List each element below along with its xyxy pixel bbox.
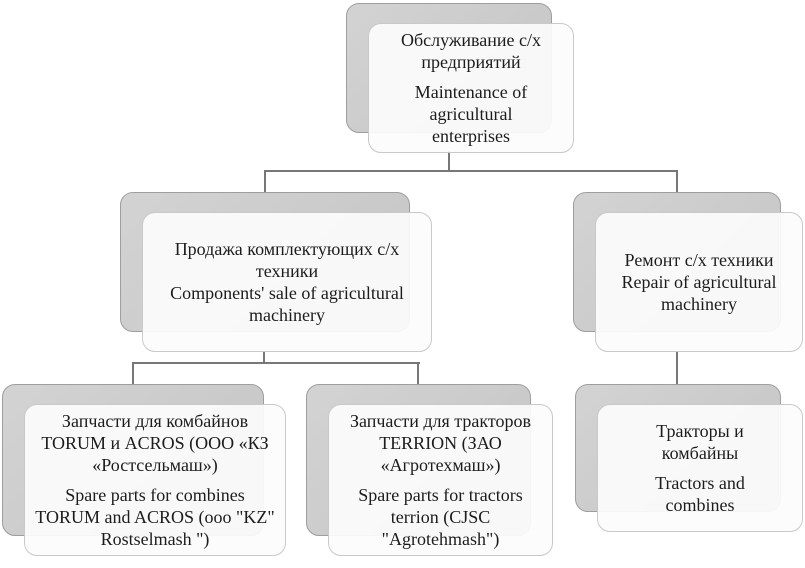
node-tractor-parts-text-ru: Запчасти для тракторов TERRION (ЗАО «Агр… xyxy=(349,411,532,475)
connector-drop-tractor-parts xyxy=(417,362,419,385)
node-root-text-en: Maintenance of agricultural enterprises xyxy=(414,82,528,146)
node-repair-text-ru: Ремонт с/х техники xyxy=(624,250,774,270)
node-combine-parts-card: Запчасти для комбайнов TORUM и ACROS (ОО… xyxy=(24,404,286,556)
node-combine-parts: Запчасти для комбайнов TORUM и ACROS (ОО… xyxy=(2,384,286,556)
node-root-text-ru: Обслуживание с/х предприятий xyxy=(401,30,541,72)
connector-level3-horizontal xyxy=(132,362,420,364)
node-tractor-parts: Запчасти для тракторов TERRION (ЗАО «Агр… xyxy=(306,384,553,556)
node-repair-card: Ремонт с/х техники Repair of agricultura… xyxy=(595,212,803,352)
node-combine-parts-text-en: Spare parts for combines TORUM and ACROS… xyxy=(35,485,275,549)
node-tractor-parts-text-en: Spare parts for tractors terrion (CJSC "… xyxy=(358,485,523,549)
node-components-sale-card: Продажа комплектующих с/х техники Compon… xyxy=(142,212,432,352)
node-combine-parts-text-ru: Запчасти для комбайнов TORUM и ACROS (ОО… xyxy=(41,411,269,475)
node-repair-text-en: Repair of agricultural machinery xyxy=(621,272,777,314)
node-repair: Ремонт с/х техники Repair of agricultura… xyxy=(573,192,803,352)
node-tractors-combines-text-en: Tractors and combines xyxy=(655,473,745,515)
node-components-sale-text-ru: Продажа комплектующих с/х техники xyxy=(174,239,400,281)
node-root-card: Обслуживание с/х предприятий Maintenance… xyxy=(368,23,574,153)
connector-root-stem xyxy=(448,151,450,172)
node-tractor-parts-card: Запчасти для тракторов TERRION (ЗАО «Агр… xyxy=(328,404,553,556)
node-tractors-combines-text-ru: Тракторы и комбайны xyxy=(656,421,744,463)
node-tractors-combines: Тракторы и комбайны Tractors and combine… xyxy=(575,384,803,532)
node-components-sale: Продажа комплектующих с/х техники Compon… xyxy=(120,192,432,352)
connector-drop-sales xyxy=(264,170,266,193)
connector-repair-stem xyxy=(676,351,678,385)
node-tractors-combines-card: Тракторы и комбайны Tractors and combine… xyxy=(597,404,803,532)
connector-sales-stem xyxy=(263,351,265,364)
node-root: Обслуживание с/х предприятий Maintenance… xyxy=(346,3,574,153)
connector-drop-repair xyxy=(676,170,678,193)
connector-drop-combine-parts xyxy=(132,362,134,385)
connector-level2-horizontal xyxy=(264,170,678,172)
node-components-sale-text-en: Components' sale of agricultural machine… xyxy=(170,283,404,325)
